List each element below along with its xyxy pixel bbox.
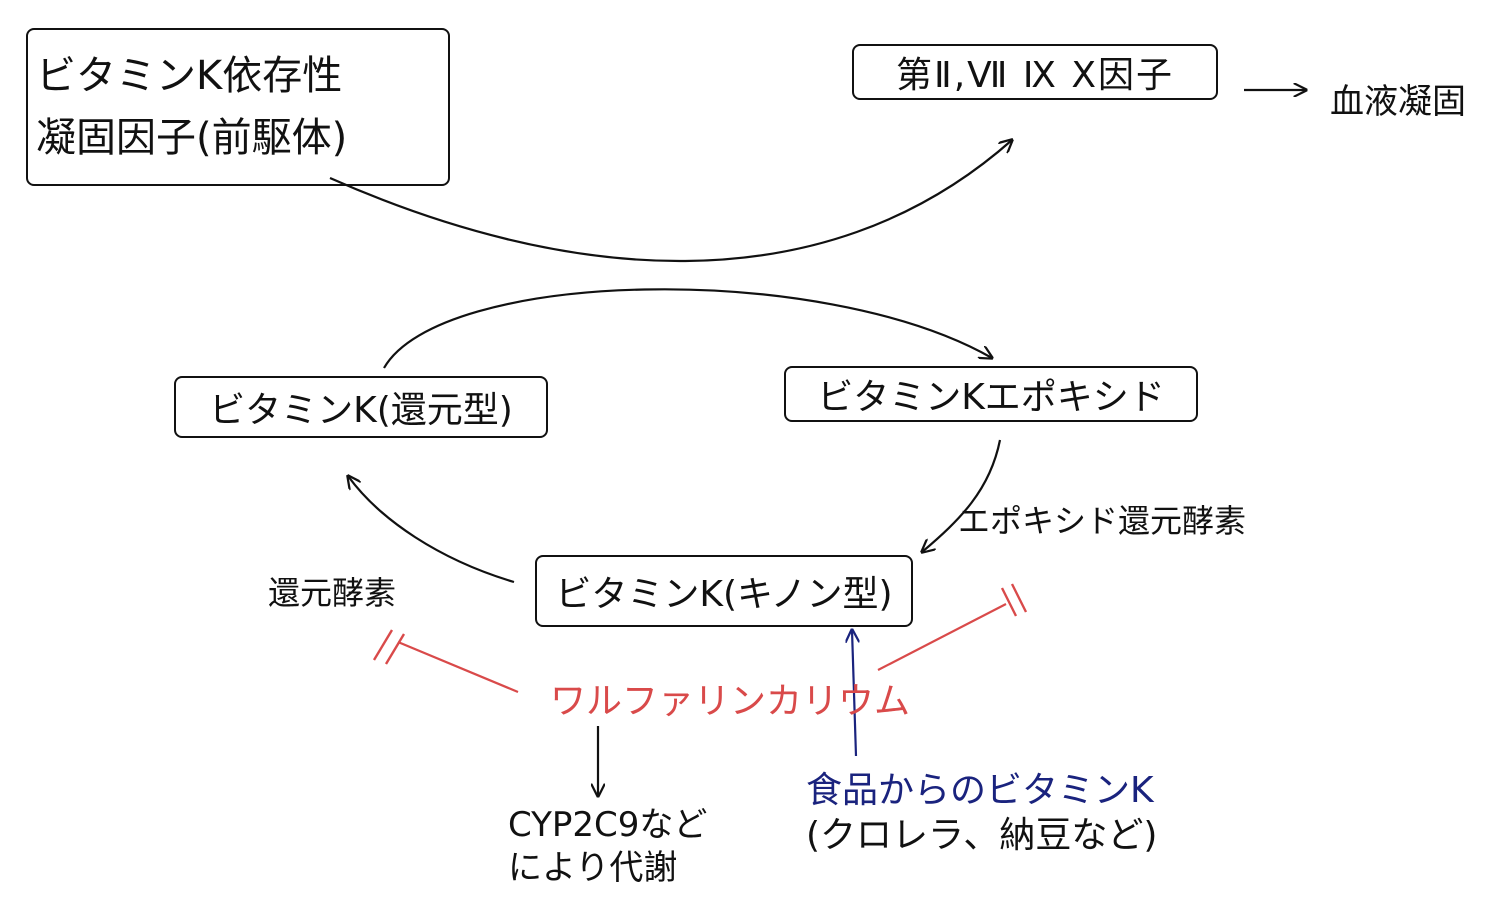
arrow-reduced-to-epoxide bbox=[383, 288, 992, 369]
arrow-epoxide-to-quinone bbox=[922, 439, 1002, 552]
precursor-line-1: ビタミンK依存性 bbox=[36, 53, 343, 99]
inhibit-bar-left-2 bbox=[384, 633, 406, 665]
vitamin-k-reduced-label: ビタミンK(還元型) bbox=[209, 390, 513, 431]
vitamin-k-reduced-box: ビタミンK(還元型) bbox=[174, 376, 548, 438]
factors-label: 第Ⅱ,Ⅶ Ⅸ Ⅹ因子 bbox=[895, 55, 1175, 96]
inhibit-line-left bbox=[397, 640, 519, 694]
coagulation-label: 血液凝固 bbox=[1330, 82, 1466, 122]
factors-box: 第Ⅱ,Ⅶ Ⅸ Ⅹ因子 bbox=[852, 44, 1218, 100]
food-line-1: 食品からのビタミンK bbox=[806, 770, 1154, 811]
cyp-line-2: により代謝 bbox=[508, 847, 678, 888]
food-line-2: (クロレラ、納豆など) bbox=[806, 815, 1158, 856]
vitamin-k-epoxide-label: ビタミンKエポキシド bbox=[817, 377, 1165, 418]
inhibit-bar-left-1 bbox=[372, 629, 394, 661]
inhibit-line-right bbox=[877, 603, 1007, 671]
cyp-metabolism-label: CYP2C9など により代謝 bbox=[508, 804, 707, 889]
arrow-precursor-to-factors bbox=[329, 140, 1012, 263]
epoxide-reductase-label: エポキシド還元酵素 bbox=[958, 502, 1247, 540]
inhibit-bar-right-1 bbox=[1000, 587, 1018, 617]
arrow-food-to-quinone bbox=[852, 630, 856, 757]
vitamin-k-epoxide-box: ビタミンKエポキシド bbox=[784, 366, 1198, 422]
arrow-quinone-to-reduced bbox=[348, 476, 515, 584]
vitamin-k-quinone-box: ビタミンK(キノン型) bbox=[535, 555, 913, 627]
precursor-box: ビタミンK依存性 凝固因子(前駆体) bbox=[26, 28, 450, 186]
food-vitamin-k-label: 食品からのビタミンK (クロレラ、納豆など) bbox=[806, 768, 1157, 858]
cyp-line-1: CYP2C9など bbox=[508, 805, 708, 845]
warfarin-label: ワルファリンカリウム bbox=[550, 681, 911, 722]
reductase-label: 還元酵素 bbox=[268, 574, 397, 612]
precursor-line-2: 凝固因子(前駆体) bbox=[36, 115, 348, 161]
inhibit-bar-right-2 bbox=[1010, 583, 1028, 613]
vitamin-k-quinone-label: ビタミンK(キノン型) bbox=[555, 574, 893, 615]
